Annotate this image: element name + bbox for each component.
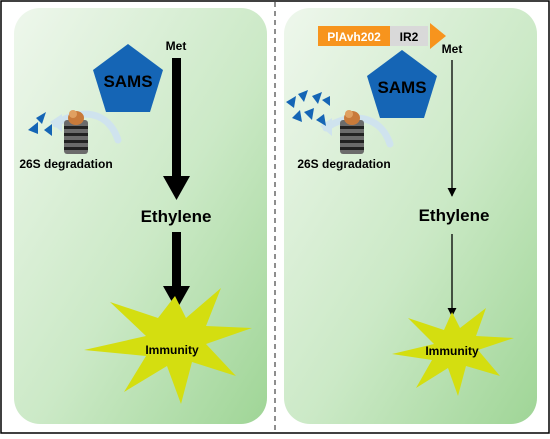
ir-label: IR2 — [400, 30, 419, 44]
fragment-icon — [292, 110, 302, 122]
ethylene-to-immunity-arrow-shaft — [172, 232, 181, 288]
fragment-icon — [322, 96, 330, 106]
degradation-curve-arrow — [322, 114, 394, 148]
fragment-icon — [304, 108, 314, 120]
fragment-icon — [286, 96, 296, 108]
fragment-icon — [312, 92, 322, 104]
fragment-icon — [44, 124, 52, 136]
met-label: Met — [166, 39, 187, 53]
left-panel: SAMS Met Ethylene Immunity 26S degradati… — [14, 8, 267, 424]
immunity-starburst — [392, 308, 514, 396]
sams-pentagon — [367, 50, 437, 118]
fragment-icon — [316, 114, 326, 126]
ethylene-label: Ethylene — [419, 206, 490, 225]
effector-label: PlAvh202 — [327, 30, 381, 44]
sams-pentagon — [93, 44, 163, 112]
degradation-label: 26S degradation — [297, 157, 390, 171]
met-to-ethylene-arrow-shaft — [172, 58, 181, 178]
ethylene-label: Ethylene — [141, 207, 212, 226]
met-to-ethylene-arrow-head — [163, 176, 190, 200]
immunity-label: Immunity — [425, 344, 479, 358]
immunity-label: Immunity — [145, 343, 199, 357]
met-label: Met — [442, 42, 463, 56]
sams-label: SAMS — [103, 72, 152, 91]
degradation-label: 26S degradation — [19, 157, 112, 171]
fragment-icon — [28, 122, 38, 134]
ethylene-to-immunity-arrow-head — [163, 286, 190, 310]
sams-label: SAMS — [377, 78, 426, 97]
fragment-icon — [36, 112, 46, 124]
fragment-icon — [298, 90, 308, 102]
degradation-curve-arrow — [52, 110, 122, 144]
right-panel: PlAvh202 IR2 SAMS Met Ethylene Immunity … — [284, 8, 537, 424]
immunity-starburst — [84, 288, 252, 404]
degradation-curve-arrowhead — [320, 118, 332, 136]
degradation-curve-arrowhead — [50, 114, 62, 132]
promoter-arrow-icon — [430, 23, 446, 49]
effector-box — [318, 26, 390, 46]
ir-box — [390, 26, 428, 46]
